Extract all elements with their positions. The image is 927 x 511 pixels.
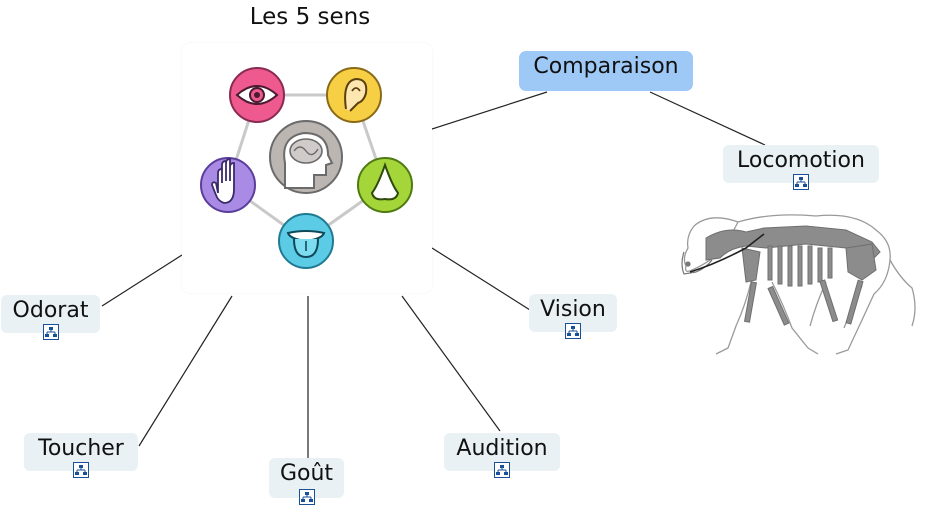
topic-toucher[interactable]: Toucher [24,433,138,478]
horse-skeleton-image [681,214,916,355]
hand-icon [200,157,256,213]
link-image-vision [431,247,531,311]
topic-audition[interactable]: Audition [444,433,560,478]
five-senses-image [182,43,432,293]
link-comparaison-image [431,91,548,130]
central-topic-comparaison[interactable]: Comparaison [519,51,693,91]
brain-icon [269,120,343,194]
subtopic-icon[interactable] [298,489,315,505]
subtopic-icon[interactable] [565,323,581,339]
eye-icon [229,67,285,123]
link-comparaison-locomotion [649,91,766,146]
topic-odorat[interactable]: Odorat [1,295,100,340]
ear-icon [326,67,382,123]
link-image-odorat [101,254,183,307]
topic-locomotion[interactable]: Locomotion [723,145,879,190]
subtopic-icon[interactable] [73,462,89,478]
tongue-icon [278,213,334,269]
topic-gout[interactable]: Goût [269,458,344,505]
subtopic-icon[interactable] [494,462,510,478]
subtopic-icon[interactable] [793,174,809,190]
link-image-audition [401,295,501,432]
nose-icon [357,157,413,213]
subtopic-icon[interactable] [42,324,59,340]
topic-vision[interactable]: Vision [529,294,617,339]
map-title: Les 5 sens [249,4,371,30]
link-image-toucher [138,295,233,447]
